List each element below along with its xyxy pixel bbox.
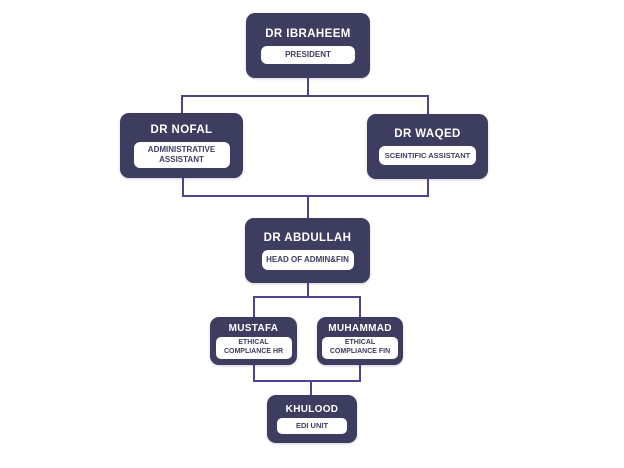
org-node-waqed[interactable]: DR WAQED SCEINTIFIC ASSISTANT	[367, 114, 488, 179]
node-role-badge: SCEINTIFIC ASSISTANT	[378, 145, 477, 166]
node-role-badge: ADMINISTRATIVE ASSISTANT	[133, 141, 230, 168]
org-node-abdullah[interactable]: DR ABDULLAH HEAD OF ADMIN&FIN	[245, 218, 370, 283]
connector-president-down	[307, 78, 309, 96]
node-name: KHULOOD	[285, 404, 339, 416]
connector-bus-level3	[182, 195, 429, 197]
node-name: DR WAQED	[394, 127, 461, 140]
node-name: MUHAMMAD	[328, 323, 392, 335]
node-role-badge: HEAD OF ADMIN&FIN	[261, 249, 354, 270]
connector-mustafa-in	[253, 296, 255, 317]
connector-muhammad-in	[359, 296, 361, 317]
node-role-badge: PRESIDENT	[261, 45, 355, 64]
node-name: MUSTAFA	[228, 323, 279, 335]
connector-waqed-out	[427, 179, 429, 196]
connector-muhammad-out	[359, 365, 361, 381]
node-role-badge: ETHICAL COMPLIANCE HR	[215, 337, 292, 359]
connector-nofal-out	[182, 178, 184, 196]
connector-bus-level4	[253, 296, 361, 298]
connector-mustafa-out	[253, 365, 255, 381]
connector-abdullah-out	[307, 283, 309, 297]
node-name: DR ABDULLAH	[263, 231, 352, 244]
connector-bus-level2	[181, 95, 429, 97]
connector-khulood-in	[310, 380, 312, 395]
org-node-khulood[interactable]: KHULOOD EDI UNIT	[267, 395, 357, 443]
node-name: DR NOFAL	[150, 123, 213, 136]
org-node-mustafa[interactable]: MUSTAFA ETHICAL COMPLIANCE HR	[210, 317, 297, 365]
org-node-muhammad[interactable]: MUHAMMAD ETHICAL COMPLIANCE FIN	[317, 317, 403, 365]
connector-nofal-in	[181, 95, 183, 114]
connector-waqed-in	[427, 95, 429, 115]
node-name: DR IBRAHEEM	[265, 27, 351, 40]
connector-bus-level5	[253, 380, 361, 382]
org-node-president[interactable]: DR IBRAHEEM PRESIDENT	[246, 13, 370, 78]
node-role-badge: EDI UNIT	[277, 418, 347, 434]
node-role-badge: ETHICAL COMPLIANCE FIN	[322, 337, 398, 359]
connector-abdullah-in	[307, 195, 309, 218]
org-node-nofal[interactable]: DR NOFAL ADMINISTRATIVE ASSISTANT	[120, 113, 243, 178]
